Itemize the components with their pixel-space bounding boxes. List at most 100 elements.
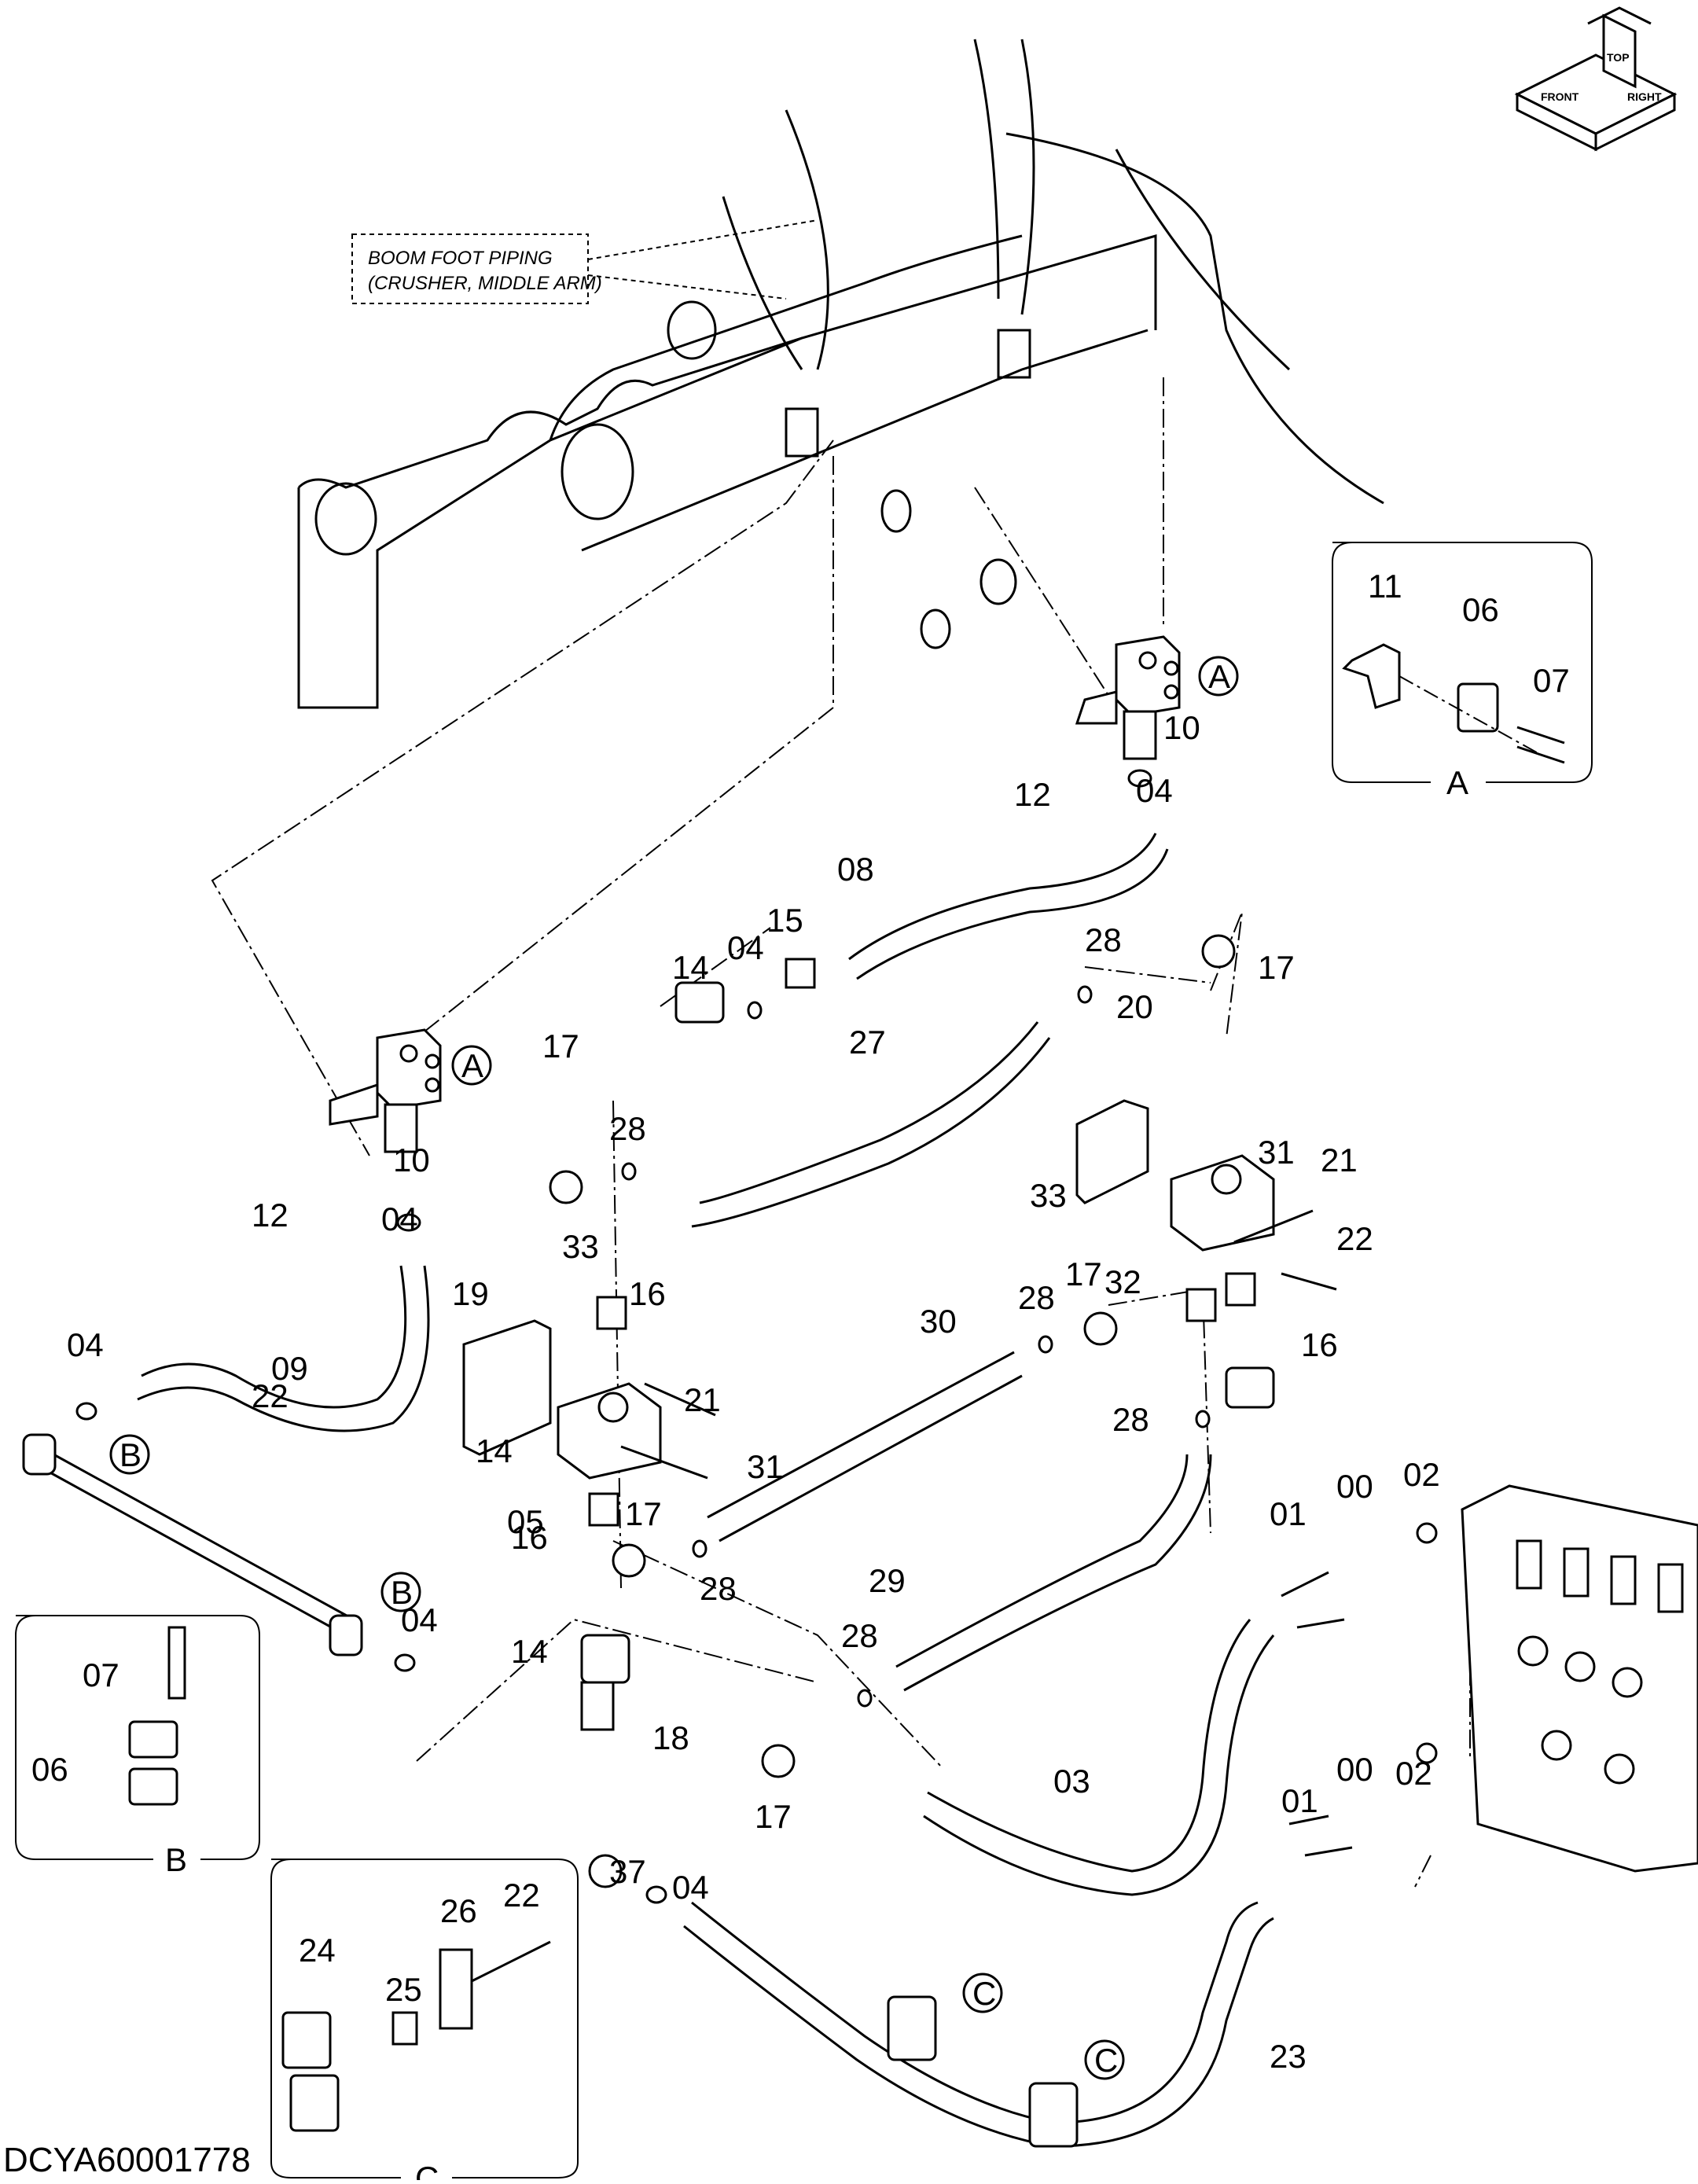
detail-C-title: C [415, 2160, 439, 2180]
part-label-22: 22 [252, 1377, 289, 1414]
drawing-code: DCYA60001778 [3, 2141, 251, 2179]
part-label-12: 12 [1014, 776, 1051, 813]
note-line-2: (CRUSHER, MIDDLE ARM) [368, 273, 602, 294]
part-label-27: 27 [849, 1024, 886, 1061]
view-callouts [109, 656, 1239, 2080]
part-label-33: 33 [562, 1228, 599, 1265]
detail-B-part-06: 06 [31, 1751, 68, 1788]
part-label-03: 03 [1053, 1763, 1090, 1800]
note-line-1: BOOM FOOT PIPING [368, 248, 553, 269]
detail-A-part-11: 11 [1368, 568, 1402, 605]
part-label-17: 17 [755, 1798, 792, 1835]
part-label-22: 22 [1336, 1220, 1373, 1257]
part-label-18: 18 [652, 1719, 689, 1756]
part-label-17: 17 [1258, 949, 1295, 986]
part-label-20: 20 [1116, 988, 1153, 1025]
part-label-17: 17 [1065, 1256, 1102, 1292]
part-label-05: 05 [507, 1503, 544, 1540]
bolts [620, 1209, 1353, 1857]
bracket-19 [462, 1319, 552, 1456]
part-label-31: 31 [1258, 1134, 1295, 1171]
detail-B-title: B [165, 1841, 187, 1878]
shuttle-valve-right [1170, 1154, 1275, 1252]
detail-C-part-24: 24 [299, 1932, 336, 1969]
part-label-21: 21 [684, 1381, 721, 1418]
valve-block-upper [1075, 635, 1181, 760]
callout-B-right: B [391, 1574, 413, 1611]
part-label-30: 30 [920, 1303, 957, 1340]
boom-foot-structure [297, 39, 1384, 709]
part-label-12: 12 [252, 1197, 289, 1234]
part-label-31: 31 [747, 1448, 784, 1485]
detail-C-part-25: 25 [385, 1971, 422, 2008]
callout-B-left: B [119, 1436, 142, 1473]
detail-A-title: A [1446, 764, 1468, 801]
part-label-28: 28 [1085, 921, 1122, 958]
callout-A-lower: A [461, 1047, 483, 1084]
part-label-28: 28 [1112, 1401, 1149, 1438]
callout-A-upper: A [1208, 658, 1230, 695]
part-label-04: 04 [672, 1869, 709, 1906]
callout-C-right: C [1094, 2042, 1118, 2079]
part-label-33: 33 [1030, 1177, 1067, 1214]
detail-view-A: A 11 06 07 [1332, 542, 1593, 801]
part-label-16: 16 [1301, 1326, 1338, 1363]
small-fittings [75, 769, 1438, 1904]
callout-C-left: C [972, 1975, 996, 2012]
detail-view-C: C 24 25 26 22 [270, 1859, 579, 2184]
part-label-19: 19 [452, 1275, 489, 1312]
part-label-16: 16 [629, 1275, 666, 1312]
part-label-14: 14 [511, 1633, 548, 1670]
part-label-32: 32 [1104, 1263, 1141, 1300]
detail-C-part-22: 22 [503, 1877, 540, 1914]
part-label-00: 00 [1336, 1468, 1373, 1505]
detail-B-part-07: 07 [83, 1656, 119, 1693]
part-label-15: 15 [766, 902, 803, 939]
orientation-right: RIGHT [1627, 90, 1662, 103]
part-label-14: 14 [672, 949, 709, 986]
pipe-05 [22, 1433, 363, 1656]
part-label-17: 17 [625, 1495, 662, 1532]
part-label-23: 23 [1270, 2038, 1307, 2075]
orientation-cube-icon [1514, 6, 1678, 152]
part-label-04: 04 [67, 1326, 104, 1363]
part-label-10: 10 [1163, 709, 1200, 746]
part-label-37: 37 [609, 1853, 646, 1890]
part-label-08: 08 [837, 851, 874, 888]
bracket-20 [1075, 1099, 1149, 1204]
detail-C-part-26: 26 [440, 1892, 477, 1929]
part-label-10: 10 [393, 1142, 430, 1178]
clamped-pipe [887, 1995, 1079, 2148]
detail-A-part-06: 06 [1462, 591, 1499, 628]
part-label-04: 04 [381, 1200, 418, 1237]
part-label-21: 21 [1321, 1142, 1358, 1178]
part-label-04: 04 [401, 1601, 438, 1638]
part-label-01: 01 [1281, 1782, 1318, 1819]
orientation-front: FRONT [1541, 90, 1579, 103]
control-valve-assembly [1461, 1484, 1698, 1873]
part-label-14: 14 [476, 1432, 513, 1469]
valve-block-lower [329, 1028, 442, 1153]
part-label-01: 01 [1270, 1495, 1307, 1532]
part-label-29: 29 [869, 1562, 906, 1599]
part-label-28: 28 [700, 1570, 737, 1607]
part-label-28: 28 [609, 1110, 646, 1147]
part-label-02: 02 [1403, 1456, 1440, 1493]
shuttle-valve-left [557, 1382, 662, 1480]
part-label-16: 16 [511, 1519, 548, 1556]
part-label-17: 17 [542, 1028, 579, 1064]
part-label-04: 04 [727, 929, 764, 966]
part-label-04: 04 [1136, 772, 1173, 809]
part-label-00: 00 [1336, 1751, 1373, 1788]
part-label-28: 28 [841, 1617, 878, 1654]
part-label-09: 09 [271, 1350, 308, 1387]
tee-fittings [580, 981, 1275, 1731]
part-label-02: 02 [1395, 1755, 1432, 1792]
detail-view-B: B 07 06 [15, 1615, 260, 1878]
boom-foot-note: BOOM FOOT PIPING (CRUSHER, MIDDLE ARM) [351, 219, 818, 304]
orientation-top: TOP [1607, 51, 1630, 64]
detail-A-part-07: 07 [1533, 662, 1570, 699]
